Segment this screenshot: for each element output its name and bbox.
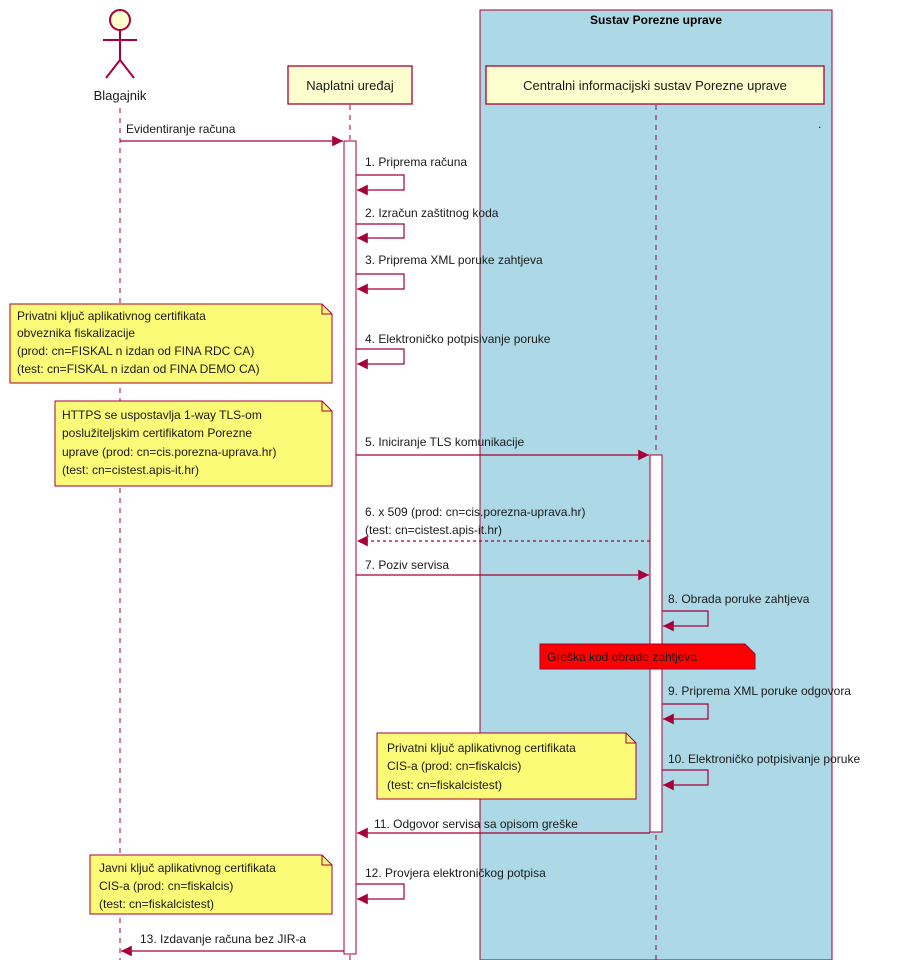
msg-9-arrow xyxy=(662,703,709,725)
msg-11-label: 11. Odgovor servisa sa opisom greške xyxy=(374,817,578,831)
msg-2-arrow xyxy=(356,223,405,244)
note-private-key-fiskal xyxy=(9,303,333,384)
stray-dot: . xyxy=(818,117,821,131)
msg-8-label: 8. Obrada poruke zahtjeva xyxy=(668,592,810,606)
msg-10-label: 10. Elektroničko potpisivanje poruke xyxy=(668,752,860,766)
msg-12-label: 12. Provjera elektroničkog potpisa xyxy=(365,866,546,880)
msg-6-label-line-1: 6. x 509 (prod: cn=cis.porezna-uprava.hr… xyxy=(365,505,585,519)
msg-12-arrow xyxy=(356,883,405,905)
note-3-line-3: (test: cn=fiskalcistest) xyxy=(387,778,502,792)
note-2-line-1: HTTPS se uspostavlja 1-way TLS-om xyxy=(62,408,262,422)
msg-3-label: 3. Priprema XML poruke zahtjeva xyxy=(365,253,543,267)
msg-7-label: 7. Poziv servisa xyxy=(365,558,449,572)
msg-0-label: Evidentiranje računa xyxy=(126,122,236,136)
msg-1-arrow xyxy=(356,174,405,196)
msg-2-label: 2. Izračun zaštitnog koda xyxy=(365,206,499,220)
note-1-line-4: (test: cn=FISKAL n izdan od FINA DEMO CA… xyxy=(17,362,260,376)
activation-naplatni-uredaj xyxy=(343,140,357,955)
note-1-line-2: obveznika fiskalizacije xyxy=(17,326,135,340)
system-box-title: Sustav Porezne uprave xyxy=(590,13,722,27)
msg-9-label: 9. Priprema XML poruke odgovora xyxy=(668,684,851,698)
note-1-line-1: Privatni ključ aplikativnog certifikata xyxy=(17,309,206,323)
note-https-tls xyxy=(54,400,333,487)
note-4-line-2: CIS-a (prod: cn=fiskalcis) xyxy=(99,879,233,893)
note-3-line-1: Privatni ključ aplikativnog certifikata xyxy=(387,741,576,755)
actor-label: Blagajnik xyxy=(94,88,147,103)
note-2-line-3: uprave (prod: cn=cis.porezna-uprava.hr) xyxy=(62,445,276,459)
note-3-line-2: CIS-a (prod: cn=fiskalcis) xyxy=(387,759,521,773)
note-2-line-2: poslužiteljskim certifikatom Porezne xyxy=(62,426,252,440)
note-4-line-3: (test: cn=fiskalcistest) xyxy=(99,897,214,911)
msg-3-arrow xyxy=(356,273,405,295)
participant-cis-label: Centralni informacijski sustav Porezne u… xyxy=(523,78,787,93)
participant-cis xyxy=(485,65,825,105)
note-2-line-4: (test: cn=cistest.apis-it.hr) xyxy=(62,463,199,477)
msg-4-arrow xyxy=(356,348,405,370)
msg-1-label: 1. Priprema računa xyxy=(365,155,467,169)
msg-4-label: 4. Elektroničko potpisivanje poruke xyxy=(365,332,551,346)
error-note-text: Greška kod obrade zahtjeva xyxy=(547,650,697,664)
note-private-key-cis xyxy=(376,732,637,800)
msg-8-arrow xyxy=(662,610,709,632)
error-note xyxy=(539,643,756,670)
actor-icon xyxy=(103,9,137,79)
msg-5-label: 5. Iniciranje TLS komunikacije xyxy=(365,435,525,449)
participant-naplatni-uredaj xyxy=(287,65,413,105)
msg-10-arrow xyxy=(662,769,709,791)
note-1-line-3: (prod: cn=FISKAL n izdan od FINA RDC CA) xyxy=(17,344,254,358)
participant-naplatni-uredaj-label: Naplatni uređaj xyxy=(306,78,394,93)
note-4-line-1: Javni ključ aplikativnog certifikata xyxy=(99,861,276,875)
msg-6-label-line-2: (test: cn=cistest.apis-it.hr) xyxy=(365,523,502,537)
msg-13-label: 13. Izdavanje računa bez JIR-a xyxy=(140,932,306,946)
note-public-key-cis xyxy=(89,854,333,915)
